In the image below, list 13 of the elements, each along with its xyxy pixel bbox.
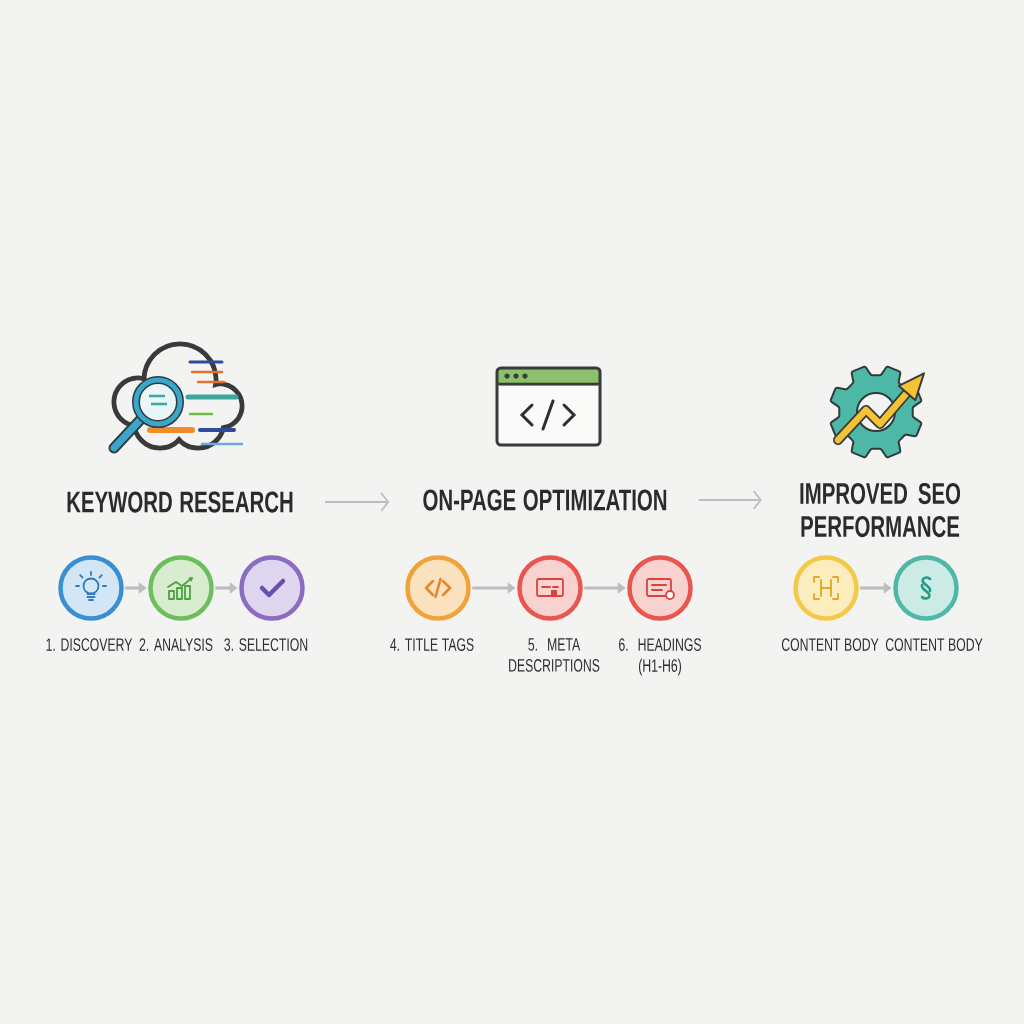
- heading: ON-PAGE OPTIMIZATION: [423, 489, 667, 511]
- step-label: 6. HEADINGS (H1-H6): [619, 638, 701, 676]
- heading: KEYWORD RESEARCH: [67, 491, 293, 513]
- step-label: 1. DISCOVERY: [46, 638, 133, 651]
- arrow: [324, 492, 390, 512]
- step-label: 2. ANALYSIS: [139, 638, 213, 651]
- step-label: CONTENT BODY: [781, 638, 879, 651]
- step-label: 4. TITLE TAGS: [390, 638, 474, 651]
- step-label: 5. META DESCRIPTIONS: [509, 638, 600, 672]
- step-label: CONTENT BODY: [885, 638, 983, 651]
- heading: IMPROVED SEO PERFORMANCE: [800, 482, 961, 538]
- step-label: 3. SELECTION: [224, 638, 308, 651]
- arrow: [697, 490, 762, 510]
